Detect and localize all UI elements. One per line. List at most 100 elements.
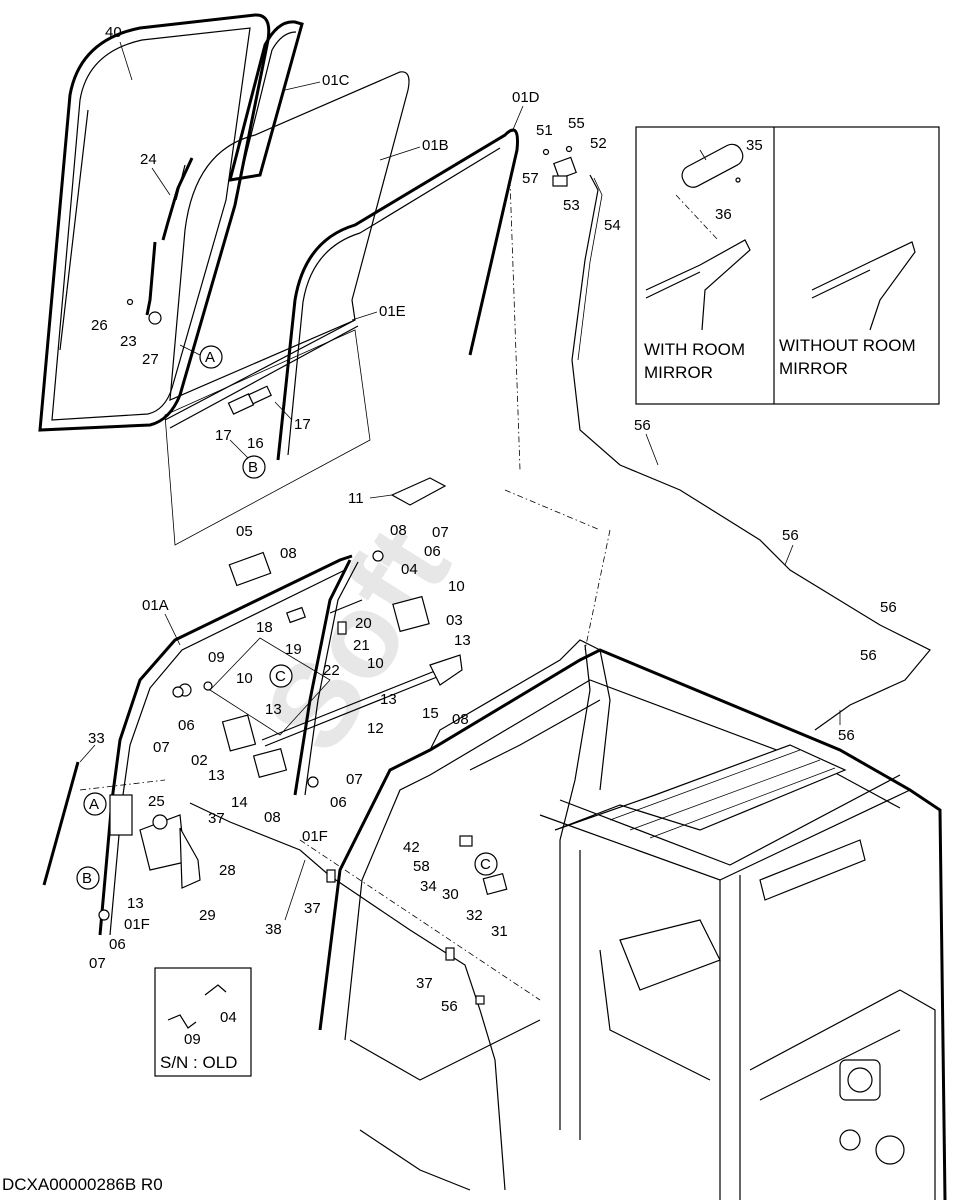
switch-30 xyxy=(459,835,508,896)
callout-06b: 06 xyxy=(178,717,195,734)
callout-13e: 13 xyxy=(127,895,144,912)
wiper-arm-23 xyxy=(145,241,162,325)
callout-26: 26 xyxy=(91,317,108,334)
callout-37c: 37 xyxy=(416,975,433,992)
marker-A-top: A xyxy=(205,349,215,366)
callout-14: 14 xyxy=(231,794,248,811)
wiper-blade-24 xyxy=(161,157,194,241)
callout-03: 03 xyxy=(446,612,463,629)
marker-B-low: B xyxy=(82,870,92,887)
callout-05: 05 xyxy=(236,523,253,540)
marker-A-low: A xyxy=(89,796,99,813)
callout-55: 55 xyxy=(568,115,585,132)
callout-13d: 13 xyxy=(208,767,225,784)
cable-38 xyxy=(189,802,506,1191)
callout-13a: 13 xyxy=(454,632,471,649)
callout-38: 38 xyxy=(265,921,282,938)
callout-19: 19 xyxy=(285,641,302,658)
callout-04: 04 xyxy=(401,561,418,578)
callout-23: 23 xyxy=(120,333,137,350)
with-room-mirror-label-1: WITH ROOM xyxy=(644,340,745,359)
harness-56 xyxy=(571,174,931,731)
callout-01B: 01B xyxy=(422,137,449,154)
callout-22: 22 xyxy=(323,662,340,679)
callout-34: 34 xyxy=(420,878,437,895)
lock-assembly-03 xyxy=(392,595,463,686)
window-rail-01E xyxy=(164,319,359,429)
callout-56d: 56 xyxy=(860,647,877,664)
callout-54: 54 xyxy=(604,217,621,234)
callout-17b: 17 xyxy=(294,416,311,433)
callout-37a: 37 xyxy=(208,810,225,827)
callout-08c: 08 xyxy=(452,711,469,728)
handle-05 xyxy=(228,551,272,587)
callout-10c: 10 xyxy=(236,670,253,687)
mirror-inset xyxy=(635,126,940,405)
callout-35: 35 xyxy=(746,137,763,154)
door-glass-lower-panel xyxy=(164,329,371,546)
marker-c-box xyxy=(209,637,331,736)
callout-01F: 01F xyxy=(302,828,328,845)
callout-53: 53 xyxy=(563,197,580,214)
callout-56b: 56 xyxy=(782,527,799,544)
weather-strip-33 xyxy=(42,761,80,886)
callout-02: 02 xyxy=(191,752,208,769)
callout-16: 16 xyxy=(247,435,264,452)
link-rod-12 xyxy=(261,664,453,747)
callout-15: 15 xyxy=(422,705,439,722)
cab-frame xyxy=(318,639,947,1200)
marker-C-mid: C xyxy=(275,668,286,685)
callout-04b: 04 xyxy=(220,1009,237,1026)
door-seal-01D xyxy=(276,128,519,461)
callout-31: 31 xyxy=(491,923,508,940)
with-room-mirror-label-2: MIRROR xyxy=(644,363,713,382)
callout-56e: 56 xyxy=(838,727,855,744)
lock-assembly-02 xyxy=(178,681,288,778)
callout-01C: 01C xyxy=(322,72,350,89)
callout-56c: 56 xyxy=(880,599,897,616)
callout-21: 21 xyxy=(353,637,370,654)
callout-20: 20 xyxy=(355,615,372,632)
marker-B-top: B xyxy=(248,459,258,476)
callout-06a: 06 xyxy=(424,543,441,560)
callout-01A: 01A xyxy=(142,597,169,614)
without-room-mirror-label-1: WITHOUT ROOM xyxy=(779,336,916,355)
callout-57: 57 xyxy=(522,170,539,187)
callout-24: 24 xyxy=(140,151,157,168)
callout-42: 42 xyxy=(403,839,420,856)
document-code: DCXA00000286B R0 xyxy=(2,1175,163,1194)
small-parts xyxy=(98,550,384,921)
handle-11 xyxy=(390,477,447,506)
callout-18: 18 xyxy=(256,619,273,636)
callout-06c: 06 xyxy=(330,794,347,811)
callout-07b: 07 xyxy=(153,739,170,756)
callout-09: 09 xyxy=(208,649,225,666)
callout-33: 33 xyxy=(88,730,105,747)
callout-28: 28 xyxy=(219,862,236,879)
door-glass-01B xyxy=(169,71,410,401)
callout-36: 36 xyxy=(715,206,732,223)
callout-01D: 01D xyxy=(512,89,540,106)
callout-32: 32 xyxy=(466,907,483,924)
callout-25: 25 xyxy=(148,793,165,810)
callout-29: 29 xyxy=(199,907,216,924)
sn-old-label: S/N : OLD xyxy=(160,1053,237,1072)
callout-09b: 09 xyxy=(184,1031,201,1048)
callout-27: 27 xyxy=(142,351,159,368)
sn-old-inset xyxy=(154,967,252,1077)
callout-08d: 08 xyxy=(264,809,281,826)
room-lamp-52 xyxy=(542,145,577,187)
callout-01E: 01E xyxy=(379,303,406,320)
callout-07d: 07 xyxy=(89,955,106,972)
callout-11: 11 xyxy=(348,490,364,507)
door-frame-01A xyxy=(98,554,353,936)
callout-58: 58 xyxy=(413,858,430,875)
callout-40: 40 xyxy=(105,24,122,41)
callout-01Fb: 01F xyxy=(124,916,150,933)
door-glass-01C xyxy=(227,20,304,201)
callout-06d: 06 xyxy=(109,936,126,953)
callout-08b: 08 xyxy=(280,545,297,562)
callout-56a: 56 xyxy=(634,417,651,434)
callout-52: 52 xyxy=(590,135,607,152)
